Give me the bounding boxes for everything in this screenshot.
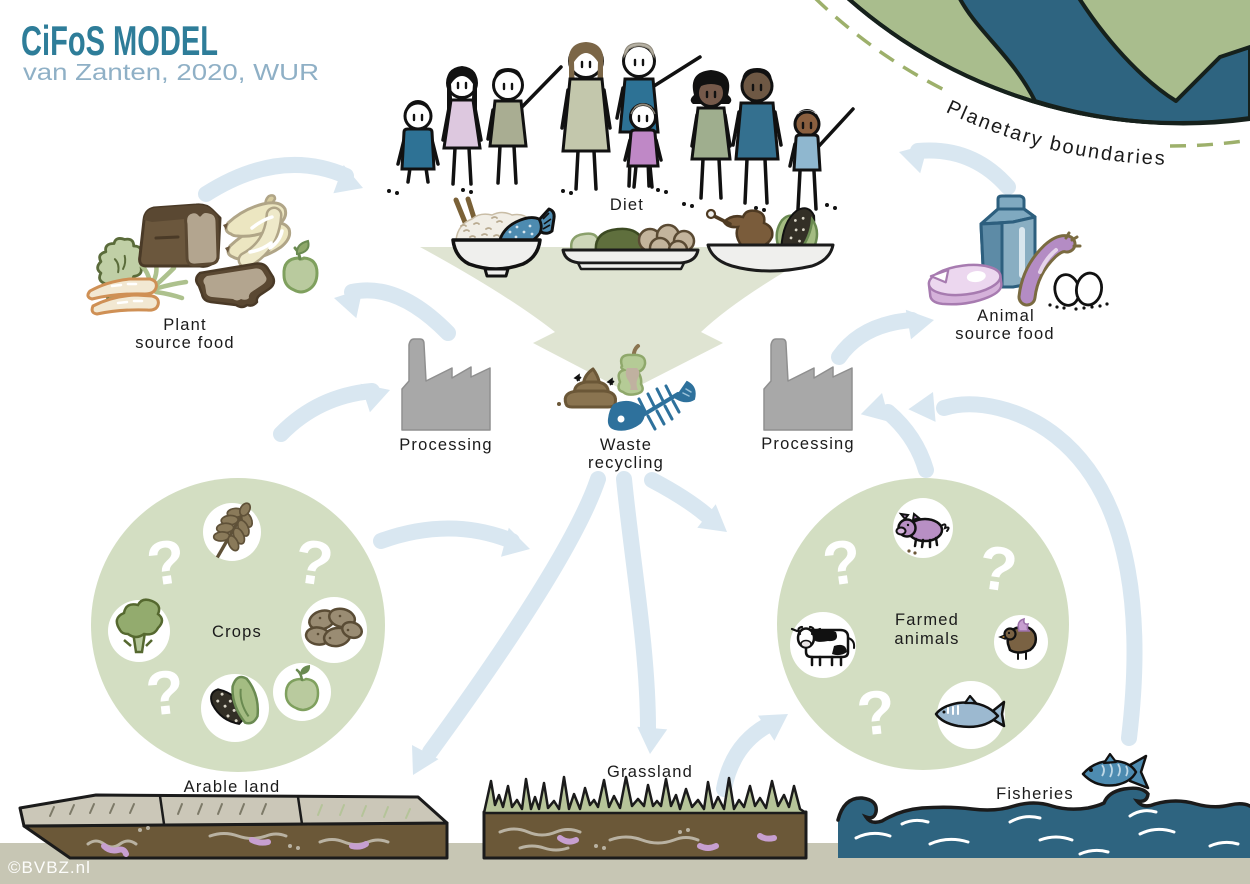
svg-text:CiFoS MODEL: CiFoS MODEL [21, 17, 218, 64]
svg-text:©BVBZ.nl: ©BVBZ.nl [8, 858, 91, 877]
svg-text:Processing: Processing [399, 436, 493, 454]
svg-text:Plant: Plant [163, 316, 207, 334]
svg-text:Waste: Waste [600, 436, 652, 454]
svg-text:Farmed: Farmed [895, 611, 959, 629]
svg-text:recycling: recycling [588, 454, 664, 472]
svg-text:animals: animals [894, 630, 959, 648]
svg-text:source food: source food [955, 325, 1054, 343]
svg-text:source food: source food [135, 334, 234, 352]
svg-text:?: ? [143, 657, 188, 730]
svg-text:Crops: Crops [212, 623, 262, 641]
svg-text:Grassland: Grassland [607, 763, 693, 781]
svg-text:Diet: Diet [610, 196, 644, 214]
svg-text:van Zanten, 2020, WUR: van Zanten, 2020, WUR [23, 59, 319, 85]
svg-text:?: ? [854, 677, 899, 750]
svg-text:Fisheries: Fisheries [996, 785, 1074, 803]
svg-text:Animal: Animal [977, 307, 1035, 325]
svg-text:Arable land: Arable land [184, 778, 281, 796]
svg-text:Processing: Processing [761, 435, 855, 453]
